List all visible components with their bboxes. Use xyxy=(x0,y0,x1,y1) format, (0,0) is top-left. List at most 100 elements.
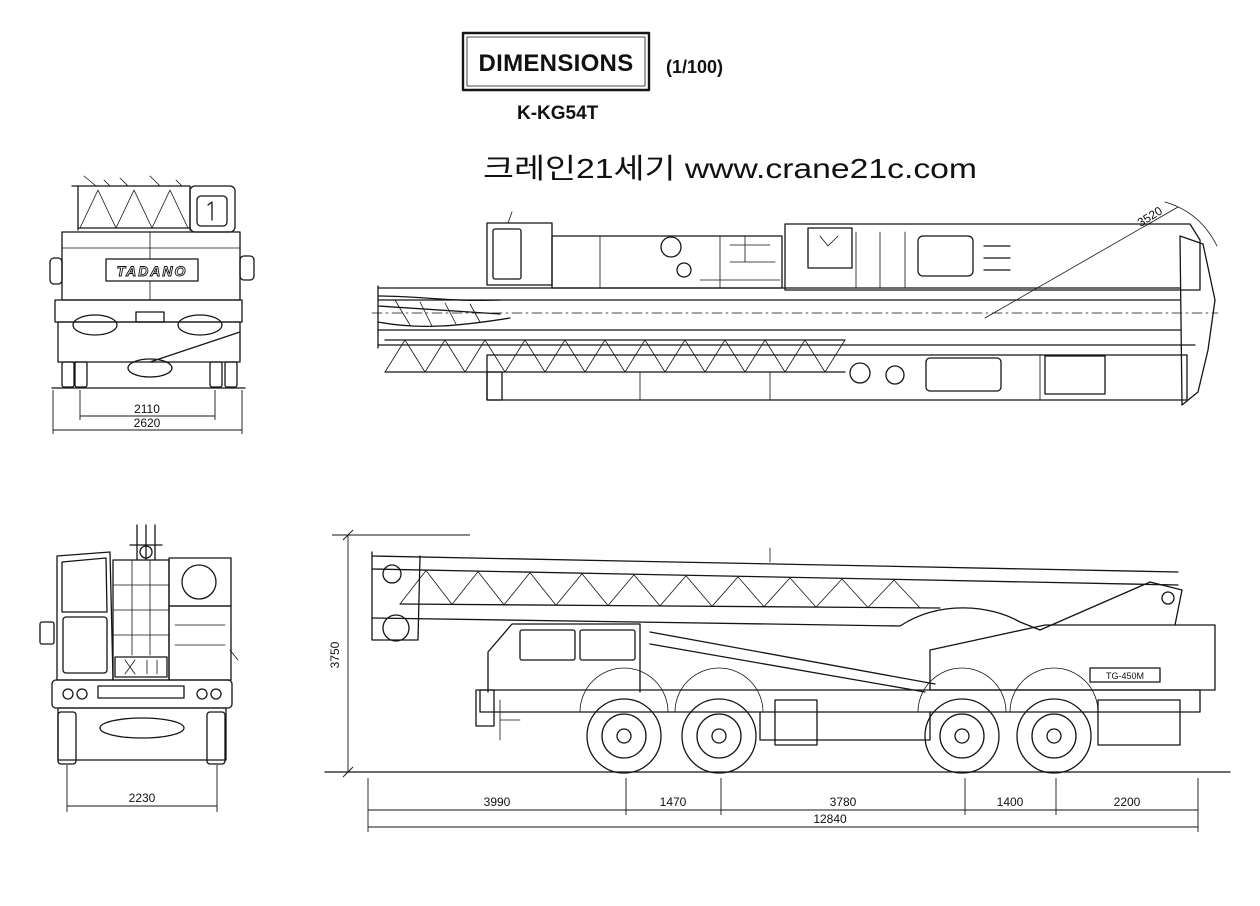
watermark: 크레인21세기 www.crane21c.com xyxy=(483,153,977,184)
rear-tire xyxy=(209,361,223,388)
top-view: 3520 xyxy=(371,201,1219,406)
side-head-sheave xyxy=(382,614,410,642)
front-chassis xyxy=(57,707,227,761)
side-segment-label: 3780 xyxy=(830,795,857,809)
hub xyxy=(616,728,632,744)
front-headlight xyxy=(62,688,74,700)
top-radius-label: 3520 xyxy=(1135,203,1165,229)
side-carrier-cab xyxy=(487,623,641,693)
top-cab-antenna xyxy=(507,211,513,224)
top-boom-chords xyxy=(377,287,1196,346)
front-hook-sheave xyxy=(139,545,153,559)
front-lower-window xyxy=(62,616,108,674)
rear-tow-hitch xyxy=(135,311,165,323)
top-front-bumper xyxy=(486,371,503,401)
rim xyxy=(1031,713,1077,759)
side-overall-length-label: 12840 xyxy=(813,812,847,826)
top-hoist-drum-small xyxy=(676,262,692,278)
side-segment-label: 1470 xyxy=(660,795,687,809)
front-side-box-details xyxy=(174,624,239,661)
side-outrigger-front xyxy=(774,699,818,746)
front-axle xyxy=(99,717,185,739)
rear-tire xyxy=(74,361,88,388)
side-view: TG-450M xyxy=(324,529,1231,832)
top-chassis-dividers xyxy=(639,354,1041,401)
drawing-header: DIMENSIONS (1/100) K-KG54T 크레인21세기 www.c… xyxy=(461,31,977,184)
rear-view: TADANO 2110 2620 xyxy=(49,175,255,434)
tire xyxy=(681,698,757,774)
hub xyxy=(1046,728,1062,744)
rim xyxy=(696,713,742,759)
side-cab-window-rear xyxy=(579,629,636,661)
side-boom-pivot xyxy=(1161,591,1175,605)
side-segment-label: 2200 xyxy=(1114,795,1141,809)
front-cab-shell xyxy=(56,551,114,681)
drawing-title: DIMENSIONS xyxy=(478,50,633,77)
wheel xyxy=(681,698,757,774)
top-operator-cab xyxy=(807,227,853,269)
side-luffing-cylinder xyxy=(649,631,936,693)
top-radius-arc xyxy=(1164,201,1218,247)
model-name: K-KG54T xyxy=(517,103,599,124)
side-outrigger-rear xyxy=(1097,699,1181,746)
rear-axle-left xyxy=(72,314,118,336)
rear-overall-width-label: 2620 xyxy=(134,416,161,430)
side-height-label: 3750 xyxy=(328,641,342,668)
top-carrier-cab xyxy=(486,222,553,286)
top-engine-window xyxy=(917,235,974,277)
front-center-column xyxy=(112,559,170,681)
top-operator-cab-details xyxy=(819,231,906,289)
side-boom-top-chords xyxy=(371,555,1179,586)
top-boom-sheaves xyxy=(394,299,481,327)
side-segment-label: 3990 xyxy=(484,795,511,809)
side-chassis-frame xyxy=(479,689,1201,713)
rear-inner-width-label: 2110 xyxy=(134,402,160,416)
rear-cab-window xyxy=(196,195,228,227)
drawing-scale: (1/100) xyxy=(666,57,723,77)
top-hoist-drum xyxy=(660,236,682,258)
rear-boom-head xyxy=(71,185,191,231)
front-width-label: 2230 xyxy=(129,791,156,805)
side-cab-window-front xyxy=(519,629,576,661)
wheel xyxy=(1016,698,1092,774)
front-grille xyxy=(114,656,168,678)
front-windshield xyxy=(61,557,108,613)
top-radius-line xyxy=(984,206,1179,319)
side-height-ticks xyxy=(342,529,354,778)
hub xyxy=(954,728,970,744)
rear-cab-window-mark xyxy=(207,201,213,221)
tire xyxy=(586,698,662,774)
front-boom-head xyxy=(129,524,163,561)
rear-carrier-body xyxy=(57,321,241,363)
side-chassis-lower xyxy=(759,711,931,741)
front-bumper xyxy=(51,679,233,709)
front-tire-left xyxy=(57,711,77,765)
side-boom-lattice xyxy=(399,570,921,609)
side-length-extensions xyxy=(367,778,1199,832)
top-tank xyxy=(885,365,905,385)
top-superstructure xyxy=(784,223,1201,291)
rear-differential xyxy=(127,358,173,378)
top-jib-lattice xyxy=(384,339,846,373)
side-boom-head xyxy=(371,551,421,641)
top-cab-window xyxy=(492,228,522,280)
rear-tire xyxy=(61,361,75,388)
top-toolbox xyxy=(925,357,1002,392)
side-cab-step xyxy=(499,699,521,741)
rear-left-light xyxy=(49,257,63,285)
top-tank xyxy=(849,362,871,384)
rear-tire xyxy=(224,361,238,388)
brand-name: TADANO xyxy=(117,263,188,279)
top-jib-chords xyxy=(384,339,846,373)
model-plate-text: TG-450M xyxy=(1106,671,1144,681)
wheel xyxy=(586,698,662,774)
wheel xyxy=(924,698,1000,774)
side-head-sheave-upper xyxy=(382,564,402,584)
top-rear-box xyxy=(1044,355,1106,395)
front-headlight xyxy=(196,688,208,700)
top-counterweight xyxy=(1179,235,1216,406)
title-frame-inner xyxy=(466,36,646,87)
rear-dimension-extensions xyxy=(52,390,243,434)
top-carrier-chassis xyxy=(486,354,1188,401)
